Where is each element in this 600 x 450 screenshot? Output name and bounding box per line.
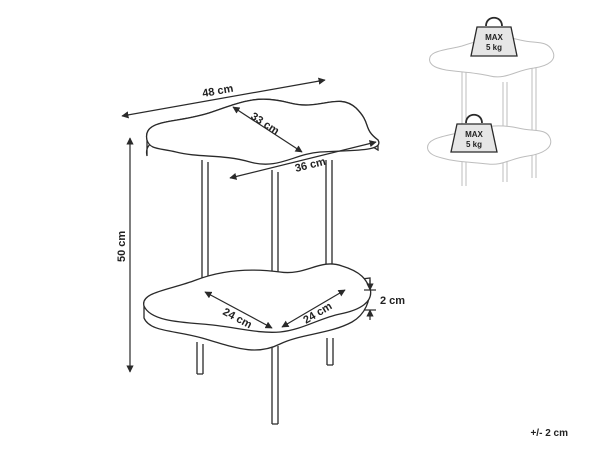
- weight-max-label: MAX: [485, 33, 503, 42]
- thickness-2-marker: [364, 280, 376, 320]
- weight-badge-top: MAX 5 kg: [470, 16, 518, 57]
- width-48-line: [121, 77, 326, 119]
- shelf-thickness-label: 2 cm: [380, 295, 405, 307]
- weight-value-label: 5 kg: [486, 43, 502, 52]
- shelf-right-24-line: [281, 289, 346, 328]
- height-total-label: 50 cm: [116, 231, 128, 262]
- tolerance-note: +/- 2 cm: [530, 428, 568, 439]
- weight-body-icon: [470, 26, 518, 57]
- load-diagram: [427, 37, 555, 186]
- width-36-line: [229, 140, 377, 180]
- weight-handle-icon: [465, 113, 483, 124]
- weight-badge-bottom: MAX 5 kg: [450, 113, 498, 153]
- width-total-label: 48 cm: [201, 83, 234, 100]
- bottom-shelf: [143, 263, 372, 351]
- weight-max-label: MAX: [465, 130, 483, 139]
- dimension-lines: [121, 77, 377, 373]
- weight-value-label: 5 kg: [466, 140, 482, 149]
- table-legs: [196, 160, 334, 425]
- main-table: [143, 98, 380, 425]
- width-top-label: 36 cm: [294, 156, 327, 175]
- weight-handle-icon: [485, 16, 503, 27]
- shelf-left-24-line: [204, 291, 273, 329]
- top-shelf: [146, 98, 380, 165]
- weight-body-icon: [450, 123, 498, 153]
